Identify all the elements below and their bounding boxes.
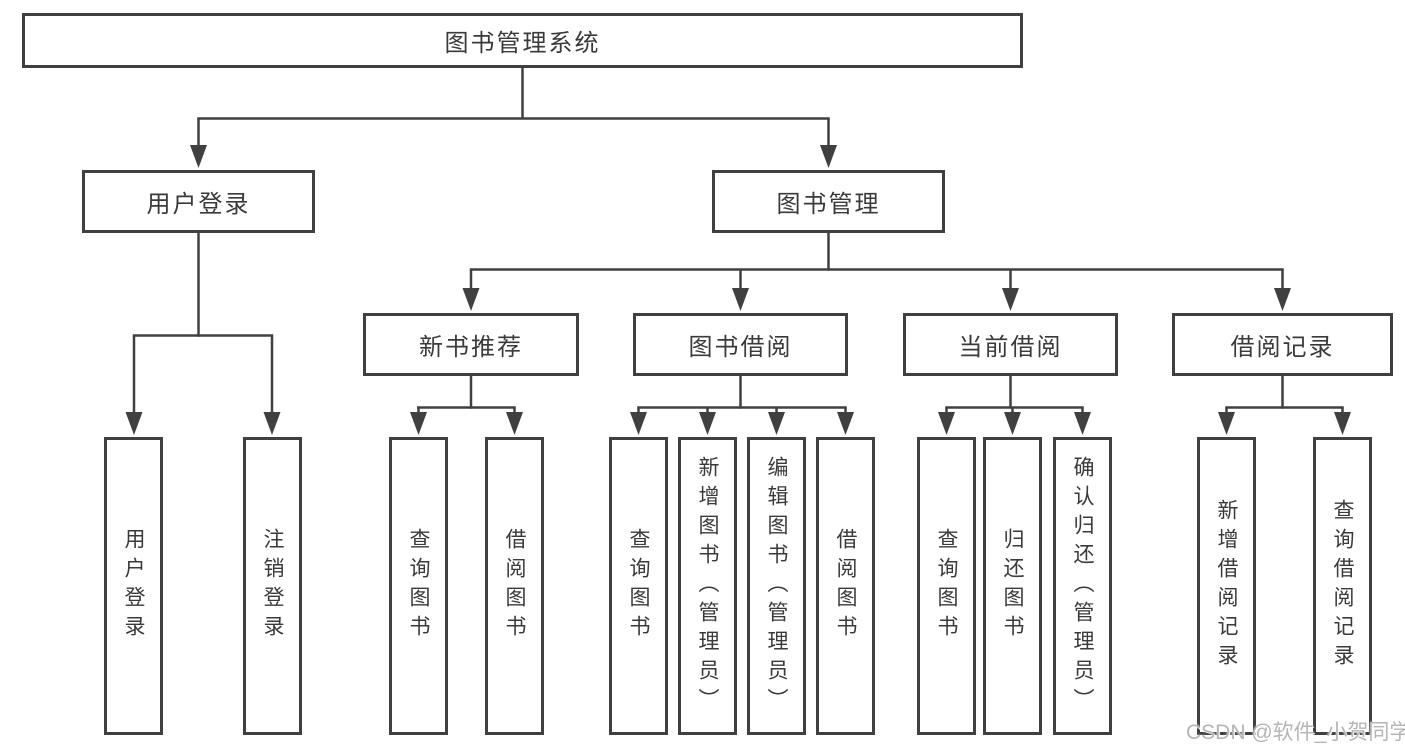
leaf-newbooks-query: 查询图书 <box>389 437 448 735</box>
leaf-borrow-edit-admin: 编辑图书（管理员） <box>747 437 806 735</box>
leaf-records-add-label: 新增借阅记录 <box>1215 499 1238 673</box>
leaf-logout: 注销登录 <box>243 437 302 735</box>
leaf-borrow-edit-admin-label: 编辑图书（管理员） <box>765 455 788 717</box>
leaf-current-return: 归还图书 <box>983 437 1042 735</box>
leaf-borrow-add-admin-label: 新增图书（管理员） <box>696 455 719 717</box>
leaf-newbooks-borrow-label: 借阅图书 <box>503 528 526 644</box>
leaf-borrow-books: 借阅图书 <box>816 437 875 735</box>
node-user-login-label: 用户登录 <box>146 191 251 218</box>
leaf-records-add: 新增借阅记录 <box>1197 437 1256 735</box>
node-borrow-records-label: 借阅记录 <box>1230 334 1335 361</box>
node-book-borrow: 图书借阅 <box>633 313 848 376</box>
node-library-system: 图书管理系统 <box>22 13 1023 68</box>
leaf-current-confirm-return: 确认归还（管理员） <box>1053 437 1112 735</box>
leaf-borrow-add-admin: 新增图书（管理员） <box>678 437 737 735</box>
node-user-login: 用户登录 <box>82 170 315 233</box>
node-book-management: 图书管理 <box>712 170 945 233</box>
leaf-records-query-label: 查询借阅记录 <box>1331 499 1354 673</box>
leaf-logout-label: 注销登录 <box>261 528 284 644</box>
node-book-borrow-label: 图书借阅 <box>688 334 793 361</box>
leaf-borrow-query: 查询图书 <box>609 437 668 735</box>
leaf-user-login-label: 用户登录 <box>122 528 145 644</box>
leaf-newbooks-query-label: 查询图书 <box>407 528 430 644</box>
node-new-book-recommend-label: 新书推荐 <box>419 334 523 361</box>
node-book-management-label: 图书管理 <box>776 191 881 218</box>
node-borrow-records: 借阅记录 <box>1172 313 1393 376</box>
arrowhead-icons <box>125 145 1351 435</box>
node-current-borrow: 当前借阅 <box>903 313 1118 376</box>
node-library-system-label: 图书管理系统 <box>444 30 601 57</box>
node-new-book-recommend: 新书推荐 <box>363 313 579 376</box>
leaf-borrow-books-label: 借阅图书 <box>834 528 857 644</box>
leaf-user-login: 用户登录 <box>104 437 163 735</box>
leaf-current-query: 查询图书 <box>917 437 976 735</box>
leaf-current-return-label: 归还图书 <box>1001 528 1024 644</box>
node-current-borrow-label: 当前借阅 <box>958 334 1063 361</box>
leaf-current-confirm-return-label: 确认归还（管理员） <box>1071 455 1094 717</box>
leaf-newbooks-borrow: 借阅图书 <box>485 437 544 735</box>
leaf-current-query-label: 查询图书 <box>935 528 958 644</box>
leaf-records-query: 查询借阅记录 <box>1313 437 1372 735</box>
csdn-watermark: CSDN @软件_小贺同学 <box>1186 721 1405 744</box>
leaf-borrow-query-label: 查询图书 <box>627 528 650 644</box>
